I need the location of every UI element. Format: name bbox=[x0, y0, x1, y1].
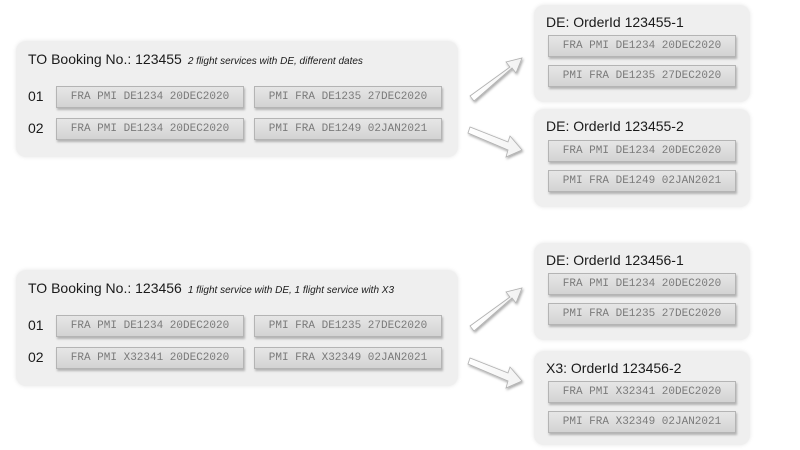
row-number: 01 bbox=[28, 88, 44, 104]
flight-segment: FRA PMI DE1234 20DEC2020 bbox=[56, 315, 244, 337]
row-number: 02 bbox=[28, 349, 44, 365]
booking-note: 1 flight service with DE, 1 flight servi… bbox=[187, 285, 395, 296]
order-title: DE: OrderId 123455-1 bbox=[546, 14, 684, 30]
flight-segment: FRA PMI DE1234 20DEC2020 bbox=[56, 86, 244, 108]
flight-segment: PMI FRA DE1235 27DEC2020 bbox=[548, 303, 736, 325]
order-title: X3: OrderId 123456-2 bbox=[546, 360, 682, 376]
row-number: 02 bbox=[28, 120, 44, 136]
flight-segment: FRA PMI DE1234 20DEC2020 bbox=[548, 273, 736, 295]
flight-segment: PMI FRA X32349 02JAN2021 bbox=[254, 347, 442, 369]
arrow-down-right bbox=[467, 126, 523, 158]
flight-segment: PMI FRA DE1235 27DEC2020 bbox=[254, 86, 442, 108]
booking-note: 2 flight services with DE, different dat… bbox=[187, 56, 363, 67]
row-number: 01 bbox=[28, 317, 44, 333]
flight-segment: PMI FRA DE1249 02JAN2021 bbox=[254, 118, 442, 140]
flight-segment: PMI FRA X32349 02JAN2021 bbox=[548, 411, 736, 433]
flight-segment: FRA PMI DE1234 20DEC2020 bbox=[548, 35, 736, 57]
flight-segment: FRA PMI DE1234 20DEC2020 bbox=[548, 140, 736, 162]
flight-segment: PMI FRA DE1235 27DEC2020 bbox=[254, 315, 442, 337]
order-panel-123455-1: DE: OrderId 123455-1 FRA PMI DE1234 20DE… bbox=[534, 5, 750, 102]
arrow-down-right bbox=[467, 357, 523, 389]
arrow-up-right bbox=[469, 287, 523, 332]
flight-segment: FRA PMI X32341 20DEC2020 bbox=[56, 347, 244, 369]
flight-segment: PMI FRA DE1249 02JAN2021 bbox=[548, 170, 736, 192]
order-title: DE: OrderId 123455-2 bbox=[546, 118, 684, 134]
order-title: DE: OrderId 123456-1 bbox=[546, 252, 684, 268]
flight-segment: FRA PMI DE1234 20DEC2020 bbox=[56, 118, 244, 140]
arrow-up-right bbox=[469, 57, 523, 102]
order-panel-123455-2: DE: OrderId 123455-2 FRA PMI DE1234 20DE… bbox=[534, 109, 750, 207]
order-panel-123456-2: X3: OrderId 123456-2 FRA PMI X32341 20DE… bbox=[534, 351, 750, 445]
order-panel-123456-1: DE: OrderId 123456-1 FRA PMI DE1234 20DE… bbox=[534, 243, 750, 340]
flight-segment: FRA PMI X32341 20DEC2020 bbox=[548, 381, 736, 403]
flight-segment: PMI FRA DE1235 27DEC2020 bbox=[548, 65, 736, 87]
